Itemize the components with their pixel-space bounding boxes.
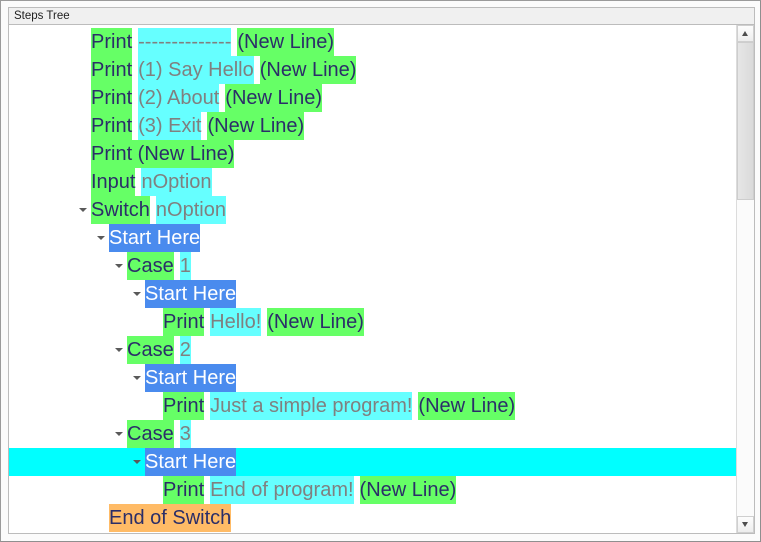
- expand-collapse-triangle-icon[interactable]: [93, 224, 109, 252]
- scroll-down-arrow-glyph: [742, 522, 748, 527]
- tree-row[interactable]: Print(2) About(New Line): [9, 84, 738, 112]
- tree-row-content: End of Switch: [109, 504, 232, 532]
- step-argument: nOption: [155, 196, 226, 224]
- step-argument: --------------: [138, 28, 232, 56]
- step-keyword: (New Line): [267, 308, 364, 336]
- tree-row-content: Start Here: [109, 224, 201, 252]
- scroll-up-arrow-icon[interactable]: [737, 25, 754, 42]
- panel-title: Steps Tree: [9, 8, 754, 25]
- tree-row-content: Start Here: [145, 448, 237, 476]
- step-keyword: Print: [91, 112, 133, 140]
- expand-collapse-triangle-icon[interactable]: [111, 336, 127, 364]
- tree-row[interactable]: Start Here: [9, 364, 738, 392]
- step-keyword: (New Line): [237, 28, 335, 56]
- step-keyword: Print: [91, 56, 133, 84]
- step-keyword: Print: [163, 308, 205, 336]
- step-keyword: Print: [163, 476, 205, 504]
- step-argument: End of program!: [210, 476, 354, 504]
- tree-row[interactable]: Start Here: [9, 448, 738, 476]
- step-argument: (2) About: [138, 84, 220, 112]
- scrollbar-track[interactable]: [737, 42, 754, 516]
- steps-tree-viewport[interactable]: Print--------------(New Line)Print(1) Sa…: [9, 25, 738, 533]
- step-argument: 1: [179, 252, 191, 280]
- step-keyword: (New Line): [259, 56, 357, 84]
- step-argument: (1) Say Hello: [138, 56, 254, 84]
- steps-tree-list: Print--------------(New Line)Print(1) Sa…: [9, 28, 738, 532]
- step-argument: (3) Exit: [138, 112, 202, 140]
- step-keyword: Case: [127, 336, 174, 364]
- tree-row[interactable]: End of Switch: [9, 504, 738, 532]
- tree-row[interactable]: Start Here: [9, 224, 738, 252]
- step-start-here: Start Here: [145, 448, 237, 476]
- tree-row[interactable]: Print(3) Exit(New Line): [9, 112, 738, 140]
- expand-collapse-triangle-icon[interactable]: [111, 420, 127, 448]
- tree-row-content: Start Here: [145, 280, 237, 308]
- step-start-here: Start Here: [145, 280, 237, 308]
- expand-collapse-triangle-icon[interactable]: [129, 448, 145, 476]
- expand-collapse-triangle-icon[interactable]: [129, 280, 145, 308]
- step-argument: Hello!: [210, 308, 262, 336]
- step-argument: 3: [179, 420, 191, 448]
- step-keyword: (New Line): [207, 112, 305, 140]
- step-keyword: Switch: [91, 196, 150, 224]
- steps-tree-panel: Steps Tree Print--------------(New Line)…: [8, 7, 755, 534]
- tree-row-content: Print (New Line): [91, 140, 235, 168]
- step-keyword: Print: [91, 84, 133, 112]
- scroll-up-arrow-glyph: [742, 31, 748, 36]
- step-keyword: Print: [163, 392, 205, 420]
- vertical-scrollbar[interactable]: [736, 25, 754, 533]
- expand-collapse-triangle-icon[interactable]: [129, 364, 145, 392]
- tree-row[interactable]: Print(1) Say Hello(New Line): [9, 56, 738, 84]
- step-keyword: Case: [127, 252, 174, 280]
- tree-row[interactable]: Print (New Line): [9, 140, 738, 168]
- step-keyword: Case: [127, 420, 174, 448]
- step-keyword: Input: [91, 168, 136, 196]
- scroll-down-arrow-icon[interactable]: [737, 516, 754, 533]
- step-argument: 2: [179, 336, 191, 364]
- tree-row-content: Print(2) About(New Line): [91, 84, 322, 112]
- scrollbar-thumb[interactable]: [737, 42, 754, 200]
- step-end-of-switch: End of Switch: [109, 504, 232, 532]
- tree-row[interactable]: Start Here: [9, 280, 738, 308]
- tree-row-content: Print(3) Exit(New Line): [91, 112, 305, 140]
- step-start-here: Start Here: [145, 364, 237, 392]
- expand-collapse-triangle-icon[interactable]: [111, 252, 127, 280]
- step-start-here: Start Here: [109, 224, 201, 252]
- step-argument: Just a simple program!: [210, 392, 413, 420]
- tree-row[interactable]: Print--------------(New Line): [9, 28, 738, 56]
- tree-row-content: Start Here: [145, 364, 237, 392]
- tree-row-content: Print--------------(New Line): [91, 28, 335, 56]
- step-keyword: Print (New Line): [91, 140, 235, 168]
- step-keyword: Print: [91, 28, 133, 56]
- step-keyword: (New Line): [418, 392, 516, 420]
- tree-row-content: Print(1) Say Hello(New Line): [91, 56, 357, 84]
- expand-collapse-triangle-icon[interactable]: [75, 196, 91, 224]
- step-argument: nOption: [141, 168, 212, 196]
- step-keyword: (New Line): [225, 84, 322, 112]
- step-keyword: (New Line): [359, 476, 457, 504]
